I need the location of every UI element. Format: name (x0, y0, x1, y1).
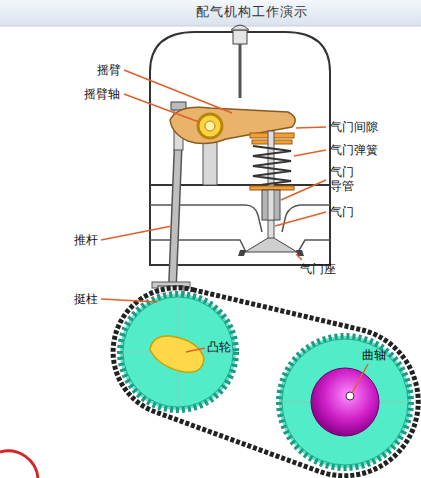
timing-chain (113, 288, 418, 476)
label-anchor: 挺柱 (74, 292, 98, 306)
rocker-shaft-bore (205, 121, 215, 131)
part-label: 摇臂 (97, 63, 121, 77)
header-rule (0, 26, 421, 27)
label-anchor: 推杆 (74, 233, 98, 247)
cam-gear-rim (123, 297, 233, 407)
label-anchor: 气门弹簧 (330, 143, 378, 157)
part-label: 气门座 (300, 262, 336, 276)
part-label: 气门 (330, 205, 354, 219)
leader-line (281, 180, 326, 200)
leader-line (296, 127, 326, 128)
diagram-title: 配气机构工作演示 (196, 4, 308, 20)
crank-gear-rim (282, 339, 408, 465)
port-line (150, 240, 246, 252)
cam-gear (120, 294, 236, 410)
rocker-arm (170, 107, 295, 143)
part-label: 推杆 (74, 233, 98, 247)
part-label: 气门间隙 (330, 120, 378, 134)
valve-guide (262, 190, 280, 220)
label-anchor: 曲轴 (362, 348, 386, 362)
valve-stem (268, 190, 274, 220)
label-anchor: 气门座 (300, 262, 336, 276)
part-label: 摇臂轴 (84, 87, 120, 101)
port-line (298, 240, 330, 252)
header-band (0, 0, 421, 26)
label-anchor: 摇臂 (97, 63, 121, 77)
corner-arc (0, 451, 38, 478)
part-label: 曲轴 (362, 348, 386, 362)
leader-line (186, 348, 205, 352)
leader-line (352, 364, 368, 393)
cover-cap (231, 25, 249, 30)
part-label: 凸轮 (207, 340, 231, 354)
push-rod (172, 150, 178, 298)
label-anchor: 气门间隙 (330, 120, 378, 134)
leader-line (101, 226, 172, 240)
cover-stud (239, 44, 242, 98)
part-label: 气门弹簧 (330, 143, 378, 157)
port-line (150, 205, 262, 232)
part-label: 挺柱 (74, 292, 98, 306)
leader-line (124, 94, 199, 122)
part-label: 气门 导管 (330, 165, 355, 194)
leader-line (275, 212, 326, 226)
push-rod-outline (172, 150, 178, 298)
cover-nut (233, 30, 247, 44)
valve-spring (253, 146, 291, 186)
crank-gear (279, 336, 411, 468)
valve-seat (238, 250, 246, 256)
leader-line (101, 299, 157, 302)
label-anchor: 凸轮 (207, 340, 231, 354)
rocker-shaft (198, 114, 222, 138)
crankshaft (311, 368, 379, 436)
leader-line (296, 254, 302, 260)
label-anchor: 气门 (330, 205, 354, 219)
label-anchor: 气门 导管 (330, 165, 355, 194)
leader-line (294, 150, 326, 156)
leader-line (124, 70, 232, 113)
cam (150, 336, 204, 372)
title-anchor: 配气机构工作演示 (196, 4, 308, 20)
label-anchor: 摇臂轴 (84, 87, 120, 101)
crank-pin (346, 392, 354, 400)
port-line (282, 205, 330, 232)
spring-seat (250, 186, 294, 190)
valve-head (245, 238, 297, 252)
